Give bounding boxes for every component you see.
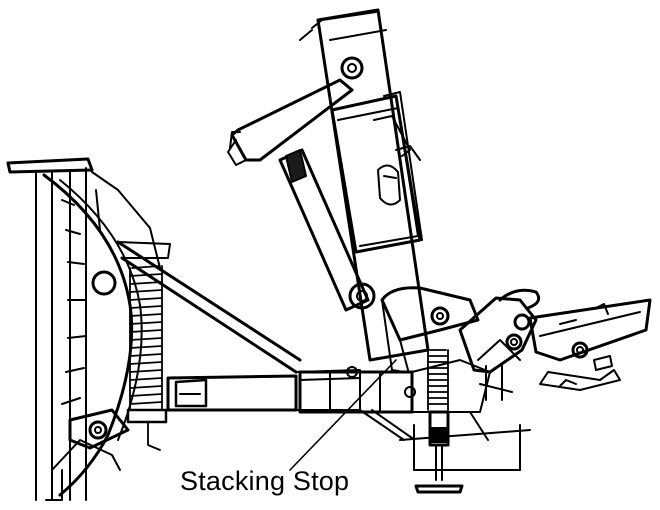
jack-spring bbox=[427, 349, 449, 411]
a-frame bbox=[116, 240, 302, 374]
blade-lower-pivot bbox=[51, 408, 130, 471]
mount-frame bbox=[298, 359, 491, 414]
moldboard-blade bbox=[6, 157, 161, 501]
trip-spring-coil bbox=[126, 265, 168, 451]
push-beam bbox=[166, 369, 361, 412]
stacking-stop-label: Stacking Stop bbox=[180, 466, 350, 496]
jack-stand bbox=[399, 410, 531, 494]
receiver-mount bbox=[458, 288, 541, 401]
lower-link bbox=[380, 286, 480, 373]
hitch-bracket bbox=[528, 298, 652, 391]
lower-brace bbox=[359, 409, 489, 441]
lift-arm bbox=[227, 78, 354, 166]
lift-cylinder bbox=[278, 148, 376, 312]
callout-leader-line bbox=[289, 359, 397, 471]
blade-pivot-hole bbox=[91, 270, 117, 296]
